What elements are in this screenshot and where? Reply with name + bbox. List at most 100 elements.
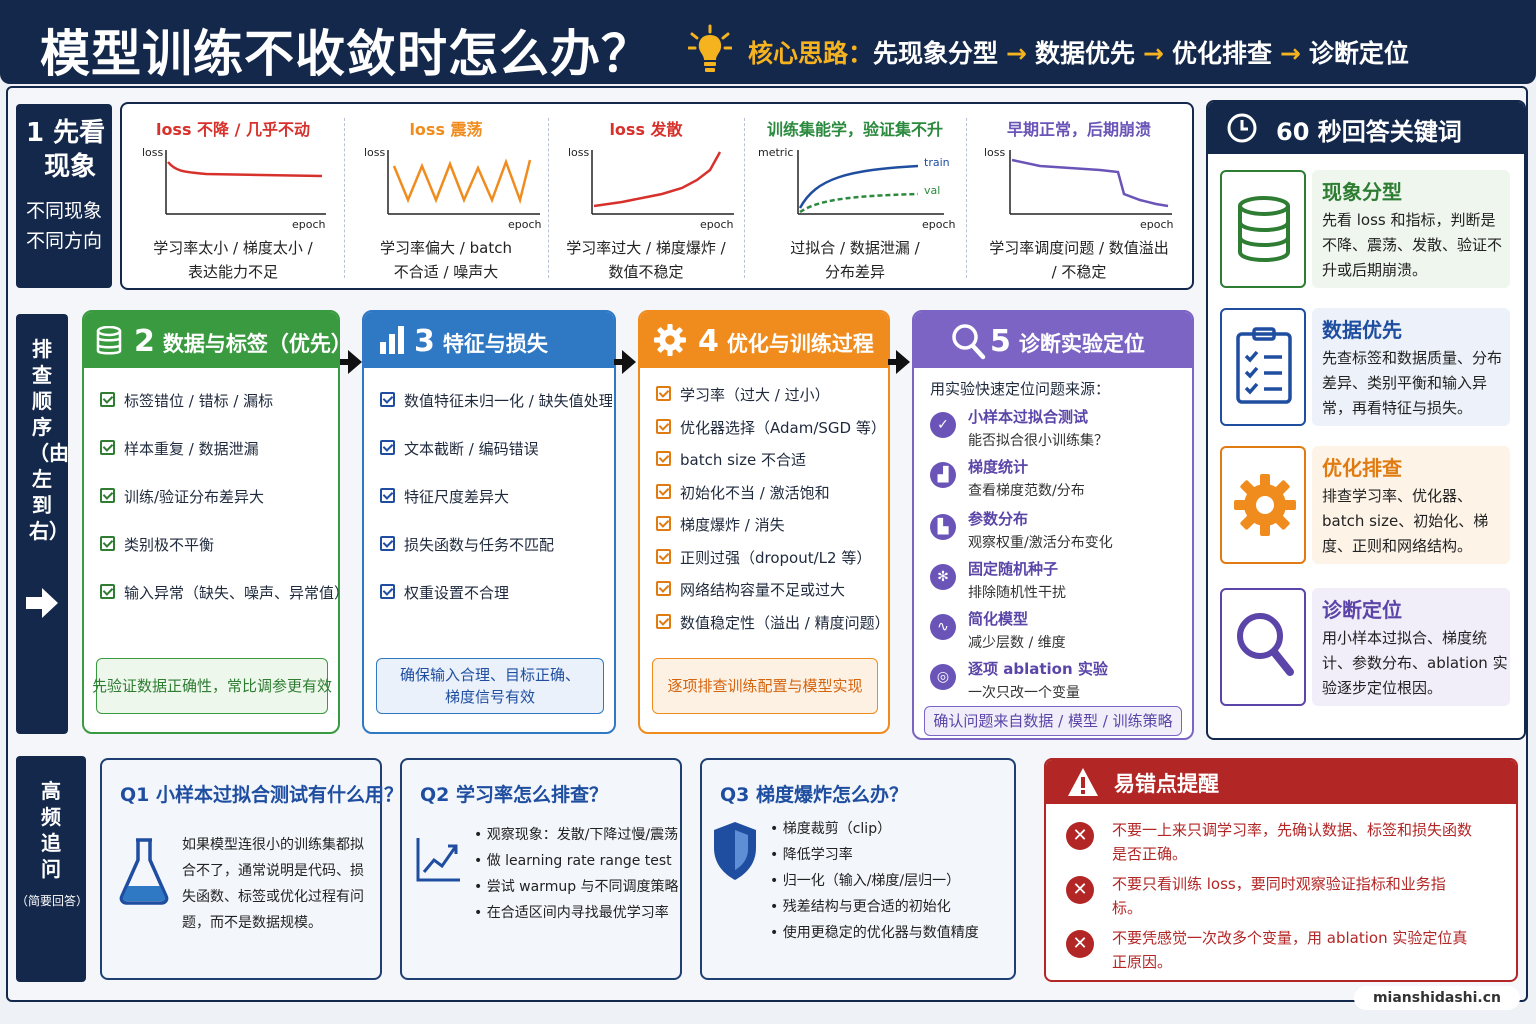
histogram-icon: ▙ — [930, 514, 956, 540]
series-label-val: val — [924, 184, 940, 197]
question-card-q1: Q1 小样本过拟合测试有什么用？ 如果模型连很小的训练集都拟合不了，通常说明是代… — [100, 758, 403, 980]
phenomenon-desc: 过拟合 / 数据泄漏 / 分布差异 — [790, 239, 920, 281]
phenomenon-diverge: loss 发散 loss epoch 学习率过大 / 梯度爆炸 / 数值不稳定 — [548, 104, 744, 288]
simplify-icon: ∿ — [930, 614, 956, 640]
train-val-chart: metric epoch train val — [758, 146, 956, 231]
check-icon: ✓ — [930, 412, 956, 438]
keywords-panel: 60 秒回答关键词 现象分型 先看 loss 和指标，判断是不降、震荡、发散、验… — [1206, 100, 1526, 740]
trend-chart-icon — [416, 838, 460, 882]
checkbox-icon — [656, 516, 671, 531]
diagnosis-item: ∿简化模型减少层数 / 维度 — [930, 608, 1190, 658]
question-card-q2: Q2 学习率怎么排查？ 观察现象：发散/下降过慢/震荡 做 learning r… — [400, 758, 682, 980]
checkbox-icon — [380, 488, 395, 503]
checkbox-icon — [100, 536, 115, 551]
arrow-right-icon: → — [1143, 39, 1164, 68]
header-bar — [0, 0, 1536, 84]
keyword-body: 诊断定位 用小样本过拟合、梯度统计、参数分布、ablation 实验逐步定位根因… — [1312, 588, 1510, 706]
loss-flat-chart: loss epoch — [142, 146, 326, 231]
panel-footer: 确保输入合理、目标正确、 梯度信号有效 — [376, 658, 604, 714]
core-idea-label: 核心思路： — [748, 39, 874, 68]
list-item: 观察现象：发散/下降过慢/震荡 — [474, 822, 680, 848]
question-title: Q2 学习率怎么排查？ — [420, 784, 608, 806]
question-card-q3: Q3 梯度爆炸怎么办？ 梯度裁剪（clip） 降低学习率 归一化（输入/梯度/层… — [700, 758, 1016, 980]
watermark: mianshidashi.cn — [1354, 986, 1520, 1010]
phenomenon-late-collapse: 早期正常，后期崩溃 loss epoch 学习率调度问题 / 数值溢出 / 不稳… — [966, 104, 1192, 288]
magnifier-icon — [1237, 613, 1294, 676]
chevron-right-icon — [340, 350, 362, 374]
phenomena-panel: loss 不降 / 几乎不动 loss epoch 学习率太小 / 梯度太小 /… — [120, 102, 1194, 290]
y-axis-label: loss — [984, 146, 1006, 159]
flow-step-4: 诊断定位 — [1308, 39, 1409, 68]
question-answer-list: 观察现象：发散/下降过慢/震荡 做 learning rate range te… — [474, 822, 680, 926]
section-1-desc: 不同现象 不同方向 — [26, 200, 103, 252]
x-axis-label: epoch — [1140, 218, 1174, 231]
flow-step-3: 优化排查 — [1171, 39, 1272, 68]
arrow-right-icon: → — [1006, 39, 1027, 68]
core-idea: 核心思路：先现象分型→数据优先→优化排查→诊断定位 — [748, 34, 1409, 70]
magnifier-icon — [952, 324, 986, 360]
keyword-title: 数据优先 — [1322, 318, 1402, 342]
checkbox-icon — [380, 440, 395, 455]
keyword-body: 现象分型 先看 loss 和指标，判断是不降、震荡、发散、验证不升或后期崩溃。 — [1312, 170, 1510, 288]
gear-icon — [1234, 474, 1296, 536]
section-followup-sub: （简要回答） — [16, 894, 89, 908]
keywords-title: 60 秒回答关键词 — [1276, 118, 1462, 146]
y-axis-label: metric — [758, 146, 793, 159]
phenomenon-desc: 学习率偏大 / batch 不合适 / 噪声大 — [380, 239, 512, 281]
pitfall-item: ✕不要只看训练 loss，要同时观察验证指标和业务指标。 — [1066, 872, 1506, 922]
diagnosis-item: ◎逐项 ablation 实验一次只改一个变量 — [930, 658, 1190, 708]
list-item: 初始化不当 / 激活饱和 — [656, 482, 890, 515]
checkbox-icon — [656, 548, 671, 564]
list-item: 标签错位 / 错标 / 漏标 — [100, 390, 349, 438]
keyword-title: 现象分型 — [1322, 180, 1402, 204]
pitfalls-title: 易错点提醒 — [1114, 772, 1219, 796]
list-item: 特征尺度差异大 — [380, 486, 612, 534]
panel-footer: 确认问题来自数据 / 模型 / 训练策略 — [924, 706, 1182, 736]
section-followup-title: 高频追问 — [41, 779, 61, 881]
keyword-icon-frame — [1220, 170, 1306, 288]
list-item: 网络结构容量不足或过大 — [656, 579, 890, 612]
list-item: 数值特征未归一化 / 缺失值处理不当 — [380, 390, 612, 438]
list-item: 在合适区间内寻找最优学习率 — [474, 900, 680, 926]
phenomenon-title: loss 发散 — [609, 120, 683, 139]
list-item: 优化器选择（Adam/SGD 等） — [656, 417, 890, 450]
phenomenon-title: loss 震荡 — [409, 120, 483, 139]
flow-step-2: 数据优先 — [1034, 39, 1135, 68]
phenomenon-desc: 学习率太小 / 梯度太小 / 表达能力不足 — [153, 239, 313, 281]
question-title: Q3 梯度爆炸怎么办？ — [720, 784, 908, 806]
keyword-desc: 先查标签和数据质量、分布差异、类别平衡和输入异常，再看特征与损失。 — [1322, 349, 1503, 417]
keyword-desc: 先看 loss 和指标，判断是不降、震荡、发散、验证不升或后期崩溃。 — [1322, 211, 1503, 279]
arrow-right-icon: → — [1279, 39, 1301, 68]
keyword-card-data: 数据优先 先查标签和数据质量、分布差异、类别平衡和输入异常，再看特征与损失。 — [1220, 308, 1510, 428]
section-followup-label: 高频追问 （简要回答） — [16, 756, 89, 982]
phenomenon-desc: 学习率过大 / 梯度爆炸 / 数值不稳定 — [566, 239, 726, 281]
diagnosis-item: ▟梯度统计查看梯度范数/分布 — [930, 456, 1190, 506]
database-icon — [96, 326, 122, 355]
list-item: 归一化（输入/梯度/层归一） — [770, 868, 1016, 894]
checkbox-icon — [656, 386, 671, 401]
checkbox-icon — [380, 392, 395, 407]
chevron-right-icon — [614, 350, 636, 374]
y-axis-label: loss — [142, 146, 164, 159]
panel-number: 4 — [698, 324, 719, 359]
flask-icon — [119, 838, 169, 905]
list-item: 梯度爆炸 / 消失 — [656, 514, 890, 547]
chevron-right-icon — [888, 350, 910, 374]
list-item: 损失函数与任务不匹配 — [380, 534, 612, 582]
diagnosis-intro: 用实验快速定位问题来源： — [930, 380, 1111, 398]
panel-title-text: 数据与标签（优先） — [162, 332, 352, 356]
y-axis-label: loss — [364, 146, 386, 159]
pitfalls-panel: 易错点提醒 ✕不要一上来只调学习率，先确认数据、标签和损失函数是否正确。 ✕不要… — [1044, 758, 1518, 982]
keyword-desc: 排查学习率、优化器、batch size、初始化、梯度、正则和网络结构。 — [1322, 487, 1489, 555]
pitfall-item: ✕不要凭感觉一次改多个变量，用 ablation 实验定位真正原因。 — [1066, 926, 1506, 976]
